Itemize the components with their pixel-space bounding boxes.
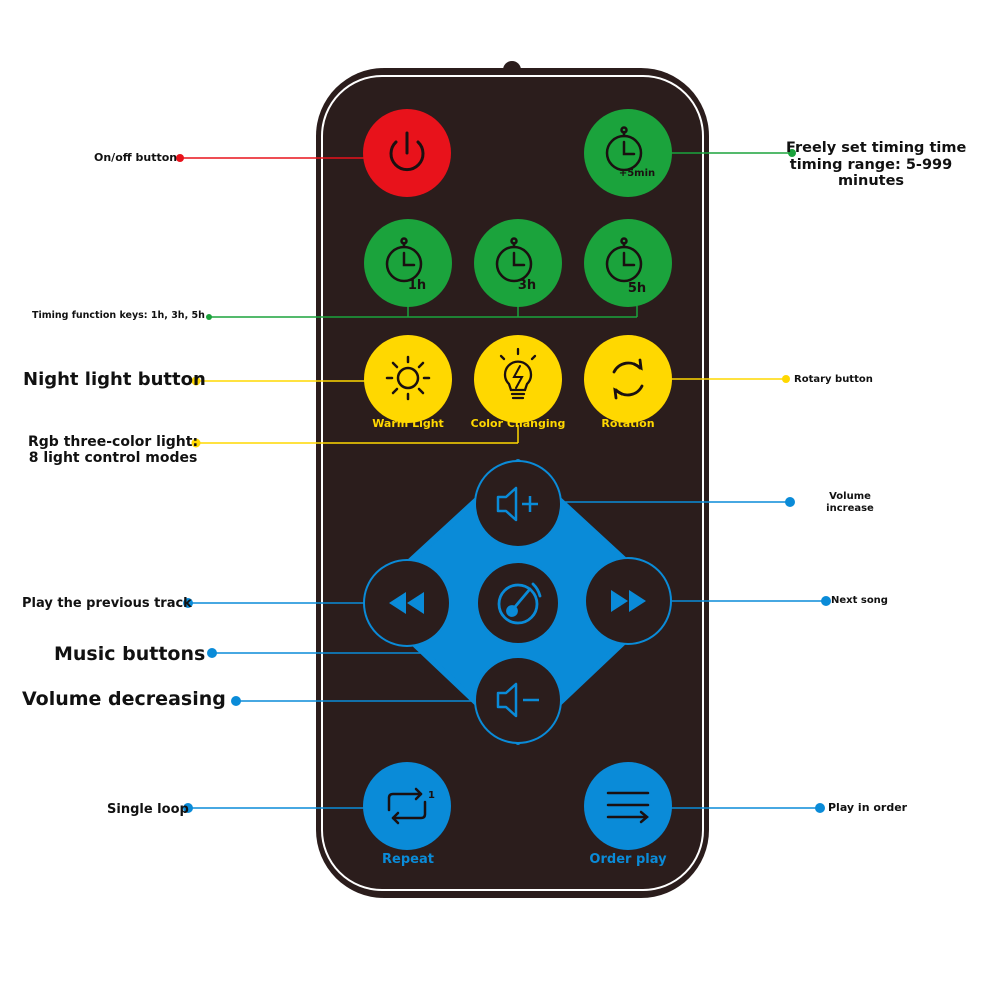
annotation-rgb-line1: Rgb three-color light: xyxy=(28,434,199,450)
callout-dots xyxy=(176,149,831,813)
warm-light-button[interactable] xyxy=(364,335,452,423)
next-song-button[interactable] xyxy=(584,557,672,645)
annotation-power: On/off button xyxy=(94,151,178,164)
timer-icon xyxy=(605,126,643,172)
sun-icon xyxy=(385,355,431,401)
order-play-caption: Order play xyxy=(589,852,667,867)
volume-down-icon xyxy=(496,682,539,718)
timer-plus-5min-button[interactable]: +5min xyxy=(584,109,672,197)
fast-forward-icon xyxy=(611,590,646,612)
color-changing-caption: Color Changing xyxy=(470,417,566,430)
annotation-single-loop: Single loop xyxy=(107,802,189,817)
volume-up-button[interactable] xyxy=(474,460,562,548)
timer-icon xyxy=(385,237,423,283)
music-button[interactable] xyxy=(476,561,560,645)
remote-body-outline xyxy=(321,75,704,891)
power-icon xyxy=(389,131,425,172)
bulb-icon xyxy=(499,347,537,400)
annotation-night-light: Night light button xyxy=(23,369,206,390)
annotation-rotary: Rotary button xyxy=(794,374,873,385)
timer-3h-sublabel: 3h xyxy=(518,278,536,293)
annotation-volume-decreasing: Volume decreasing xyxy=(22,688,226,710)
timer-1h-sublabel: 1h xyxy=(408,278,426,293)
annotation-timing-keys: Timing function keys: 1h, 3h, 5h xyxy=(32,310,205,321)
annotation-volume-increase: Volume increase xyxy=(818,491,882,514)
annotation-next: Next song xyxy=(831,595,888,606)
volume-down-button[interactable] xyxy=(474,656,562,744)
timer-icon xyxy=(495,237,533,283)
repeat-caption: Repeat xyxy=(382,852,434,867)
order-play-button[interactable] xyxy=(584,762,672,850)
volume-up-icon xyxy=(496,486,538,522)
annotation-volume-increase-line1: Volume xyxy=(829,491,871,502)
warm-light-caption: Warm Light xyxy=(372,417,444,430)
annotation-timer-plus-line3: minutes xyxy=(837,173,905,190)
annotation-play-in-order: Play in order xyxy=(828,801,908,814)
timer-5h-button[interactable]: 5h xyxy=(584,219,672,307)
rewind-icon xyxy=(389,592,424,614)
timer-1h-button[interactable]: 1h xyxy=(364,219,452,307)
repeat-one-icon xyxy=(387,787,427,825)
list-order-icon xyxy=(606,791,650,824)
annotation-timer-plus-line1: Freely set timing time xyxy=(786,140,967,156)
annotation-previous: Play the previous track xyxy=(22,596,192,611)
previous-track-button[interactable] xyxy=(363,559,451,647)
timer-5h-sublabel: 5h xyxy=(628,281,646,296)
rotation-button[interactable] xyxy=(584,335,672,423)
power-button[interactable] xyxy=(363,109,451,197)
rotation-caption: Rotation xyxy=(601,417,655,430)
annotation-music: Music buttons xyxy=(54,643,206,665)
timer-icon xyxy=(605,237,643,283)
annotation-timer-plus-line2: timing range: 5-999 xyxy=(789,156,953,173)
annotation-volume-increase-line2: increase xyxy=(826,502,874,514)
timer-plus-sublabel: +5min xyxy=(619,168,655,179)
repeat-button[interactable]: 1 xyxy=(363,762,451,850)
timer-3h-button[interactable]: 3h xyxy=(474,219,562,307)
repeat-one-digit: 1 xyxy=(428,790,435,801)
callout-lines xyxy=(180,152,826,809)
annotation-rgb-line2: 8 light control modes xyxy=(28,450,198,467)
color-changing-button[interactable] xyxy=(474,335,562,423)
music-disc-icon xyxy=(497,582,542,625)
annotation-timer-plus: Freely set timing time timing range: 5-9… xyxy=(786,140,967,190)
rotate-icon xyxy=(612,358,644,400)
annotation-rgb: Rgb three-color light: 8 light control m… xyxy=(28,434,198,466)
